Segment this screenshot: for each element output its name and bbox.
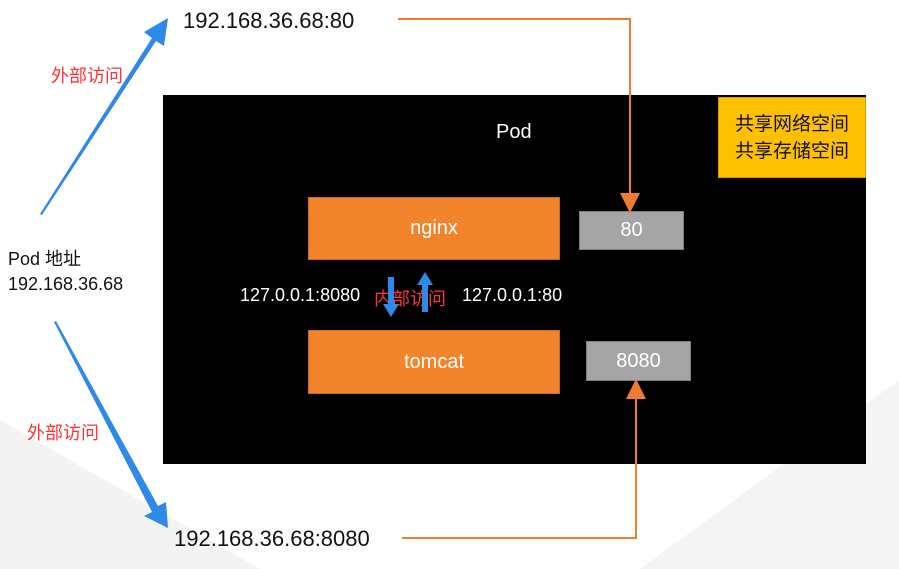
pod-address-ip: 192.168.36.68 — [8, 274, 124, 294]
external-bottom-address: 192.168.36.68:8080 — [174, 526, 370, 551]
pod-address-block: Pod 地址 192.168.36.68 — [8, 247, 123, 297]
pod-address-label: Pod 地址 — [8, 249, 82, 269]
top-port-connector — [398, 18, 640, 213]
tomcat-port-label: 8080 — [616, 349, 661, 372]
external-arrow-up — [40, 18, 168, 215]
tomcat-port-box: 8080 — [586, 341, 691, 381]
pod-title: Pod — [496, 121, 532, 143]
external-access-bottom-label: 外部访问 — [27, 423, 99, 443]
external-arrow-down — [54, 321, 168, 528]
internal-right-address: 127.0.0.1:80 — [462, 285, 563, 305]
internal-arrow-up — [417, 272, 433, 312]
bottom-port-connector — [402, 379, 646, 539]
nginx-container: nginx — [308, 197, 560, 260]
shared-storage-label: 共享存储空间 — [734, 140, 849, 162]
tomcat-container: tomcat — [308, 330, 560, 394]
external-top-address: 192.168.36.68:80 — [183, 8, 355, 33]
internal-left-address: 127.0.0.1:8080 — [240, 285, 361, 305]
nginx-port-label: 80 — [620, 219, 643, 241]
shared-space-box: 共享网络空间 共享存储空间 — [718, 97, 866, 178]
tomcat-label: tomcat — [403, 350, 465, 373]
nginx-label: nginx — [410, 217, 458, 239]
internal-arrow-down — [383, 277, 399, 317]
external-access-top-label: 外部访问 — [51, 66, 123, 86]
shared-network-label: 共享网络空间 — [734, 113, 849, 135]
